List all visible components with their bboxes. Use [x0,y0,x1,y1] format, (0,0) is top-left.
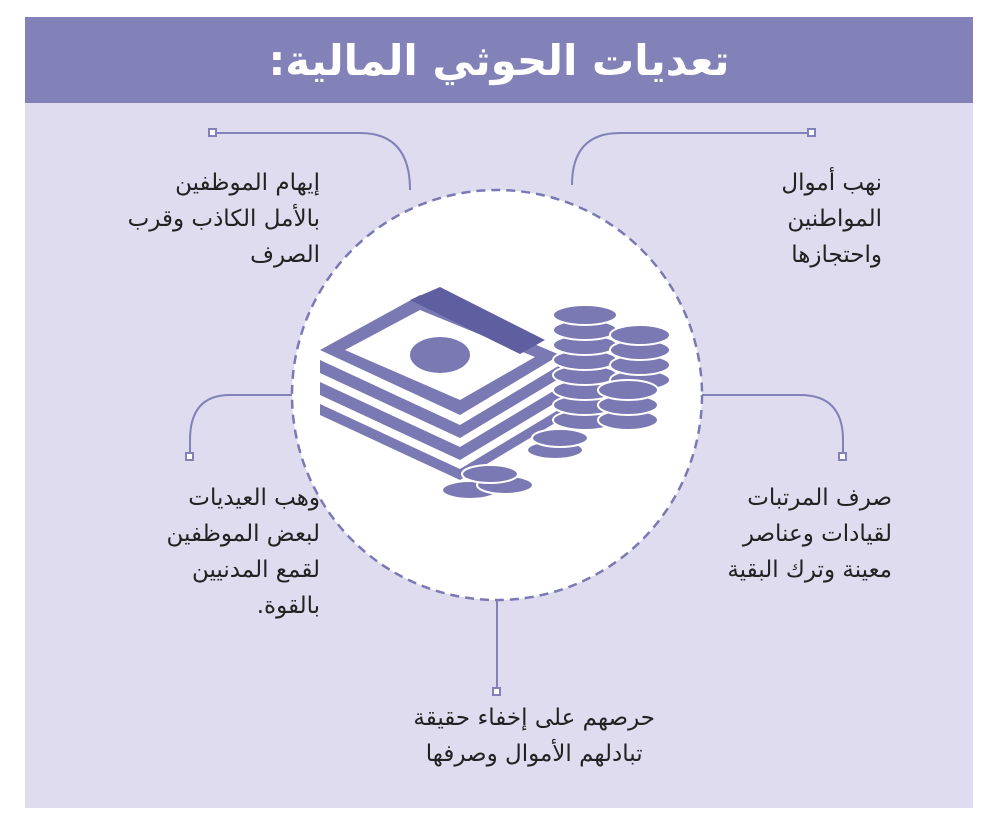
connector-top-left [213,132,411,191]
infographic-panel: تعديات الحوثي المالية: [25,17,973,808]
title-bar: تعديات الحوثي المالية: [25,17,973,103]
coin-stack-icon [441,304,671,500]
item-false-hope-employees: إيهام الموظفين بالأمل الكاذب وقرب الصرف [127,170,320,268]
connector-left [189,394,292,455]
banknote-stack-icon [320,287,560,480]
money-icon [320,287,671,500]
connector-top-right [571,132,812,186]
item-salaries-for-leaders: صرف المرتبات لقيادات وعناصر معينة وترك ا… [727,485,892,583]
item-loot-citizens-money: نهب أموال المواطنين واحتجازها [781,170,882,268]
center-circle [290,188,704,602]
connector-right [702,394,844,455]
item-eid-bonuses: وهب العيديات لبعض الموظفين لقمع المدنيين… [166,485,321,619]
page-title: تعديات الحوثي المالية: [268,35,730,85]
item-hide-money-exchange: حرصهم على إخفاء حقيقة تبادلهم الأموال وص… [413,705,655,767]
